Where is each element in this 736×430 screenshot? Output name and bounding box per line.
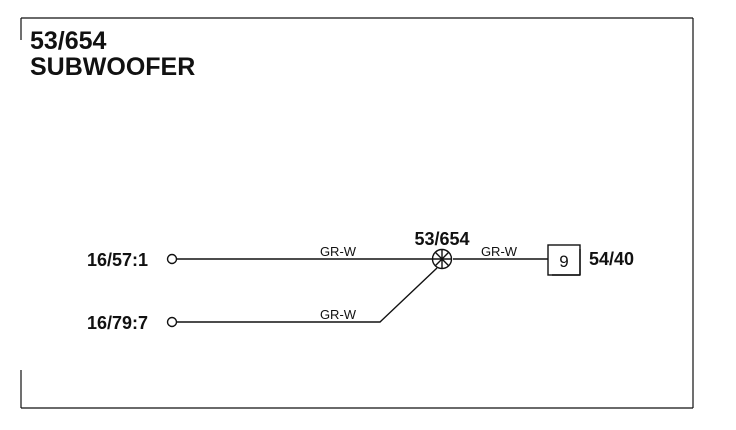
splice-label: 53/654 bbox=[414, 229, 469, 249]
terminal-b-icon bbox=[166, 316, 178, 328]
wire-bottom-left-label: GR-W bbox=[320, 307, 357, 322]
wire-bottom-left bbox=[177, 267, 438, 323]
title-name: SUBWOOFER bbox=[30, 53, 195, 81]
wire-top-left-label: GR-W bbox=[320, 244, 357, 259]
terminal-b-label: 16/79:7 bbox=[87, 313, 148, 333]
terminal-a-label: 16/57:1 bbox=[87, 250, 148, 270]
connector-label: 54/40 bbox=[589, 249, 634, 269]
wire-right-label: GR-W bbox=[481, 244, 518, 259]
splice-icon bbox=[431, 248, 453, 270]
connector-pin-number: 9 bbox=[559, 252, 568, 271]
diagram-frame bbox=[20, 17, 694, 409]
title-code: 53/654 bbox=[30, 27, 107, 55]
terminal-a-icon bbox=[166, 253, 178, 265]
connector-pin-box bbox=[547, 244, 581, 276]
